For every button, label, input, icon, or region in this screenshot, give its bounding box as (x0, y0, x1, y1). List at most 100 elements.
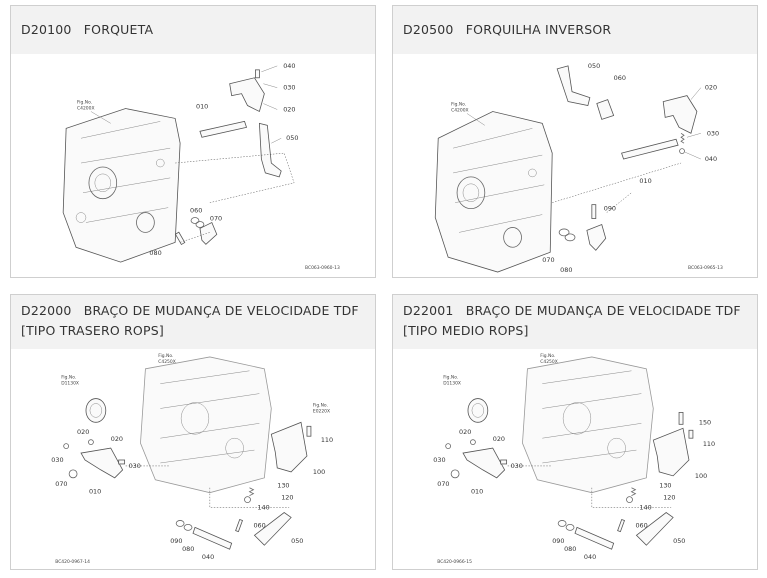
shift-lever (80, 447, 124, 479)
fig-ref: C4250X (158, 359, 175, 365)
callout: 060 (253, 521, 265, 529)
callout: 060 (614, 74, 626, 82)
card-header: D20500 FORQUILHA INVERSOR (393, 6, 757, 54)
diagram-card-d22000[interactable]: D22000 BRAÇO DE MUDANÇA DE VELOCIDADE TD… (10, 294, 376, 570)
callout: 010 (196, 103, 208, 111)
fig-ref-2: D1130X (443, 381, 461, 387)
oil-seal (467, 398, 489, 423)
oil-seal (85, 398, 107, 423)
transmission-housing (140, 356, 272, 494)
callout: 100 (695, 472, 707, 480)
callout: 060 (635, 521, 647, 529)
card-header: D22001 BRAÇO DE MUDANÇA DE VELOCIDADE TD… (393, 295, 757, 349)
callout: 030 (707, 129, 719, 137)
callout: 030 (511, 462, 523, 470)
transmission-housing (522, 356, 654, 494)
card-code: D22001 (403, 303, 454, 318)
callout: 020 (493, 435, 505, 443)
callout: 030 (433, 456, 445, 464)
card-header: D20100 FORQUETA (11, 6, 375, 54)
fig-label: Fig.No. (158, 353, 173, 359)
footer-code: BC420-0967-14 (55, 559, 90, 565)
diagram-card-d20500[interactable]: D20500 FORQUILHA INVERSOR Fig.No. C4200X (392, 5, 758, 278)
callout: 080 (182, 545, 194, 553)
callout: 020 (77, 428, 89, 436)
callout: 080 (560, 266, 572, 274)
callout: 010 (89, 488, 101, 496)
exploded-view-drawing: Fig.No. C4250X Fig.No. D1130X 020 020 (433, 353, 715, 565)
fig-ref-3: E0220X (313, 408, 330, 414)
callout: 020 (705, 84, 717, 92)
callout: 060 (190, 207, 202, 215)
transmission-housing (434, 111, 553, 273)
card-title: FORQUILHA INVERSOR (465, 22, 612, 37)
footer-code: BC420-0966-15 (437, 559, 472, 565)
card-code: D22000 (21, 303, 72, 318)
card-header: D22000 BRAÇO DE MUDANÇA DE VELOCIDADE TD… (11, 295, 375, 349)
callout: 090 (170, 537, 182, 545)
fig-label-2: Fig.No. (61, 375, 76, 381)
callout: 040 (705, 155, 717, 163)
callout: 070 (55, 480, 67, 488)
footer-code: BC063-0965-13 (688, 265, 723, 271)
fig-label-2: Fig.No. (443, 375, 458, 381)
callout: 120 (663, 494, 675, 502)
shift-fork (662, 95, 698, 134)
inverter-lever (556, 65, 591, 107)
exploded-view-drawing: Fig.No. C4200X 040 030 020 010 050 060 0 (62, 62, 340, 271)
card-code: D20100 (21, 22, 72, 37)
callout: 130 (277, 482, 289, 490)
footer-code: BC063-0960-13 (305, 265, 340, 271)
callout: 020 (283, 105, 295, 113)
card-code: D20500 (403, 22, 454, 37)
callout: 110 (321, 436, 333, 444)
callout: 010 (639, 177, 651, 185)
callout: 080 (564, 545, 576, 553)
callout: 090 (552, 537, 564, 545)
callout: 070 (437, 480, 449, 488)
transmission-housing (62, 108, 181, 263)
callout: 040 (584, 553, 596, 561)
callout: 040 (283, 62, 295, 70)
set-screw (255, 69, 260, 79)
exploded-view-drawing: Fig.No. C4250X Fig.No. D1130X Fig.No. E0… (51, 353, 333, 565)
callout: 040 (202, 553, 214, 561)
callout: 030 (51, 456, 63, 464)
shift-rod (199, 120, 248, 138)
shift-lever (462, 447, 506, 479)
shift-lever (258, 122, 282, 178)
callout: 030 (129, 462, 141, 470)
callout: 050 (588, 62, 600, 70)
callout: 020 (459, 428, 471, 436)
shift-fork (229, 77, 265, 113)
diagram-card-d20100[interactable]: D20100 FORQUETA Fig.No. C4200X (10, 5, 376, 278)
callout: 050 (286, 134, 298, 142)
fig-label-3: Fig.No. (313, 402, 328, 408)
parts-diagram: Fig.No. C4250X Fig.No. D1130X 020 020 (393, 349, 757, 569)
callout: 140 (639, 504, 651, 512)
callout: 020 (111, 435, 123, 443)
exploded-view-drawing: Fig.No. C4200X 050 060 020 030 040 (434, 62, 723, 274)
callout: 010 (471, 488, 483, 496)
callout: 100 (313, 468, 325, 476)
diagram-card-d22001[interactable]: D22001 BRAÇO DE MUDANÇA DE VELOCIDADE TD… (392, 294, 758, 570)
fig-ref-2: D1130X (61, 381, 79, 387)
fig-ref: C4200X (451, 107, 469, 113)
callout: 150 (699, 418, 711, 426)
callout: 080 (149, 249, 161, 257)
fig-ref: C4250X (540, 359, 557, 365)
callout: 070 (542, 256, 554, 264)
callout: 130 (659, 482, 671, 490)
fig-label: Fig.No. (540, 353, 555, 359)
fig-ref: C4200X (77, 106, 95, 112)
card-title: BRAÇO DE MUDANÇA DE VELOCIDADE TDF [TIPO… (403, 303, 741, 338)
callout: 140 (257, 504, 269, 512)
parts-diagram: Fig.No. C4200X 050 060 020 030 040 (393, 54, 757, 277)
control-arm (253, 512, 292, 546)
fig-label: Fig.No. (451, 102, 466, 108)
shift-rod (621, 138, 679, 160)
bracket (270, 421, 308, 473)
callout: 120 (281, 494, 293, 502)
callout: 050 (291, 537, 303, 545)
parts-diagram: Fig.No. C4250X Fig.No. D1130X Fig.No. E0… (11, 349, 375, 569)
